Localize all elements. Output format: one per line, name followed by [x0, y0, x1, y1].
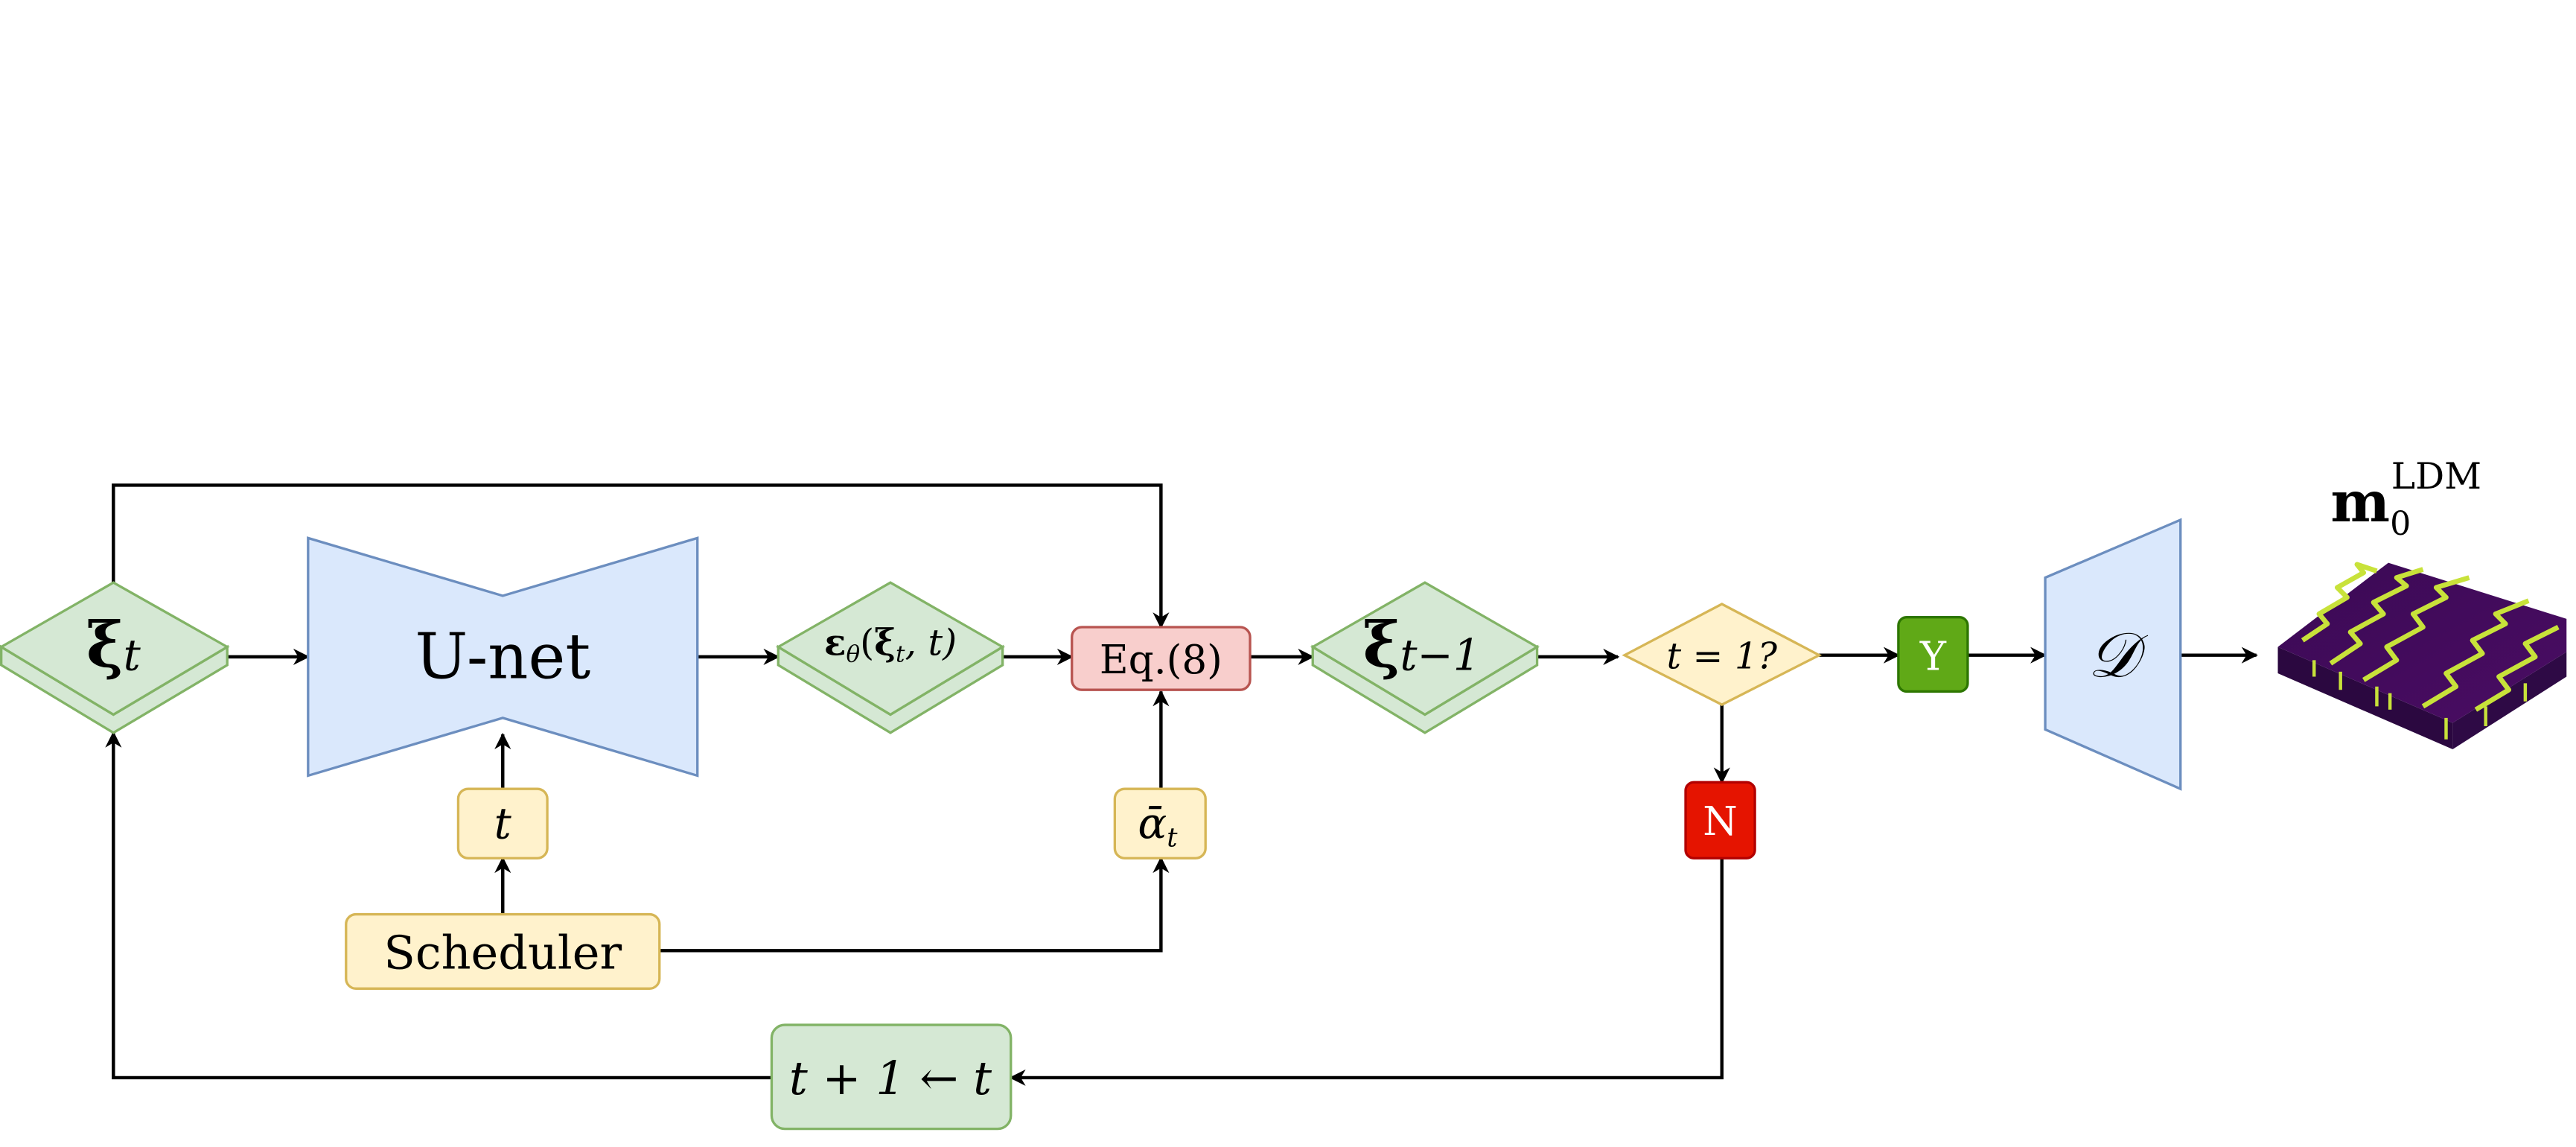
arrow-update-to-xi: [105, 731, 772, 1080]
node-xi-tm1-top: [1310, 581, 1540, 717]
node-decoder-shape: [2044, 518, 2182, 791]
output-label-text: m0LDM: [2330, 456, 2481, 543]
heatmap-right-face: [2452, 652, 2567, 749]
output-heatmap-block[interactable]: [2277, 562, 2567, 749]
node-no[interactable]: N: [1684, 781, 1756, 860]
arrow-skip-xi-to-eq8: [112, 483, 1170, 629]
heatmap-drips: [2312, 660, 2528, 740]
node-update[interactable]: t + 1 ← t: [770, 1023, 1013, 1131]
node-no-label: N: [1703, 798, 1738, 845]
node-no-box: [1684, 781, 1756, 860]
node-eps-top: [776, 581, 1005, 717]
node-t-input[interactable]: t: [456, 787, 549, 860]
node-unet-shape: [307, 536, 699, 778]
node-decision-label: t = 1?: [1666, 635, 1777, 677]
connectors: [105, 483, 2258, 1087]
heatmap-wave-1: [2301, 562, 2378, 643]
node-scheduler-label: Scheduler: [383, 926, 622, 980]
node-update-box: [770, 1023, 1013, 1131]
node-unet-label: U-net: [415, 620, 590, 693]
node-xi-t[interactable]: ξt: [0, 581, 230, 734]
node-eq8-box: [1071, 626, 1252, 691]
node-xi-tm1-label: ξt−1: [1363, 608, 1481, 681]
node-update-label: t + 1 ← t: [789, 1051, 992, 1105]
node-xi-tm1[interactable]: ξt−1: [1310, 581, 1540, 734]
node-yes-label: Y: [1919, 634, 1947, 680]
heatmap-wave-3: [2362, 575, 2470, 682]
node-eq8-label: Eq.(8): [1100, 637, 1222, 683]
node-decoder[interactable]: 𝒟: [2044, 518, 2182, 791]
node-alpha-box: [1113, 787, 1207, 860]
node-t-input-box: [456, 787, 549, 860]
node-xi-t-label: ξt: [86, 608, 141, 681]
node-scheduler[interactable]: Scheduler: [345, 912, 661, 990]
node-yes[interactable]: Y: [1897, 616, 1969, 693]
output-label: m0LDM: [2330, 456, 2481, 543]
node-unet[interactable]: U-net: [307, 536, 699, 778]
heatmap-top-face: [2277, 562, 2567, 723]
node-t-input-label: t: [494, 799, 512, 849]
heatmap-front-face: [2277, 646, 2453, 749]
node-decision-shape: [1622, 603, 1823, 707]
heatmap-wave-4: [2421, 598, 2530, 709]
node-alpha-label: ᾱt: [1138, 799, 1178, 854]
node-eps[interactable]: εθ(ξt, t): [776, 581, 1005, 734]
node-eps-label: εθ(ξt, t): [824, 622, 957, 668]
node-xi-t-top: [0, 581, 230, 717]
heatmap-waves: [2301, 562, 2560, 712]
node-decision[interactable]: t = 1?: [1622, 603, 1823, 707]
arrow-scheduler-to-alpha: [659, 857, 1170, 953]
node-yes-box: [1897, 616, 1969, 693]
arrow-no-to-update: [1009, 858, 1724, 1087]
heatmap-wave-5: [2474, 625, 2560, 712]
heatmap-wave-2: [2329, 567, 2424, 666]
node-scheduler-box: [345, 912, 661, 990]
node-alpha[interactable]: ᾱt: [1113, 787, 1207, 860]
node-eq8[interactable]: Eq.(8): [1071, 626, 1252, 691]
